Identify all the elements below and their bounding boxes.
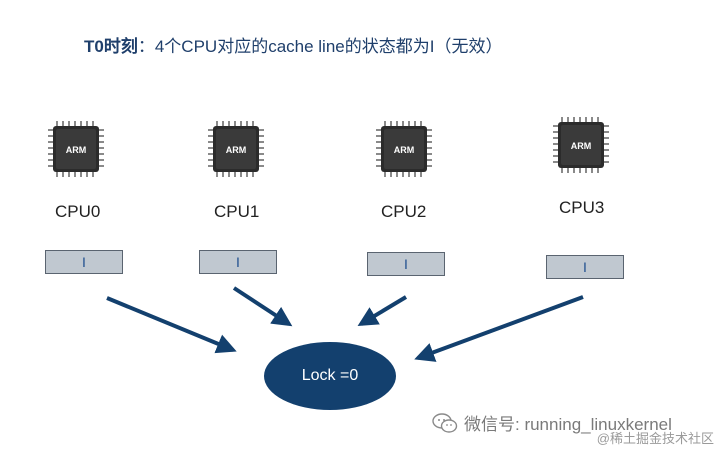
cpu2-chip-text: ARM bbox=[394, 145, 415, 155]
cpu2-chip-icon: ARM bbox=[374, 119, 434, 179]
cpu1-label: CPU1 bbox=[214, 202, 260, 221]
watermark-sub: @稀土掘金技术社区 bbox=[596, 431, 714, 446]
lock-node: Lock =0 bbox=[264, 342, 396, 410]
cpu1-state-box: I bbox=[199, 250, 277, 274]
title-text: ：4个CPU对应的cache line的状态都为I（无效） bbox=[137, 37, 503, 56]
arrow-cpu1 bbox=[232, 286, 293, 327]
cpu3-state: I bbox=[583, 259, 587, 275]
cpu0-chip-icon: ARM bbox=[46, 119, 106, 179]
cpu0-label: CPU0 bbox=[55, 202, 101, 221]
cpu2-state-box: I bbox=[367, 252, 445, 276]
arrow-cpu0 bbox=[106, 296, 237, 354]
cpu2-label: CPU2 bbox=[381, 202, 427, 221]
arrow-cpu2 bbox=[357, 295, 408, 327]
cpu0-state: I bbox=[82, 254, 86, 270]
cpu0-state-box: I bbox=[45, 250, 123, 274]
cpu0-chip-text: ARM bbox=[66, 145, 87, 155]
diagram-title: T0时刻：4个CPU对应的cache line的状态都为I（无效） bbox=[84, 32, 502, 57]
cpu1-chip-text: ARM bbox=[226, 145, 247, 155]
lock-label: Lock =0 bbox=[301, 367, 359, 384]
cpu3-chip-text: ARM bbox=[571, 141, 592, 151]
watermark-text: 微信号: running_linuxkernel bbox=[464, 415, 672, 434]
cpu1-chip-icon: ARM bbox=[206, 119, 266, 179]
watermark: 微信号: running_linuxkernel bbox=[432, 410, 672, 435]
cpu3-label: CPU3 bbox=[559, 198, 605, 217]
cpu2-state: I bbox=[404, 256, 408, 272]
cpu3-chip-icon: ARM bbox=[551, 115, 611, 175]
title-prefix: T0时刻 bbox=[84, 37, 138, 56]
cpu3-state-box: I bbox=[546, 255, 624, 279]
wechat-icon bbox=[432, 412, 458, 433]
arrow-cpu3 bbox=[414, 295, 584, 362]
cpu1-state: I bbox=[236, 254, 240, 270]
